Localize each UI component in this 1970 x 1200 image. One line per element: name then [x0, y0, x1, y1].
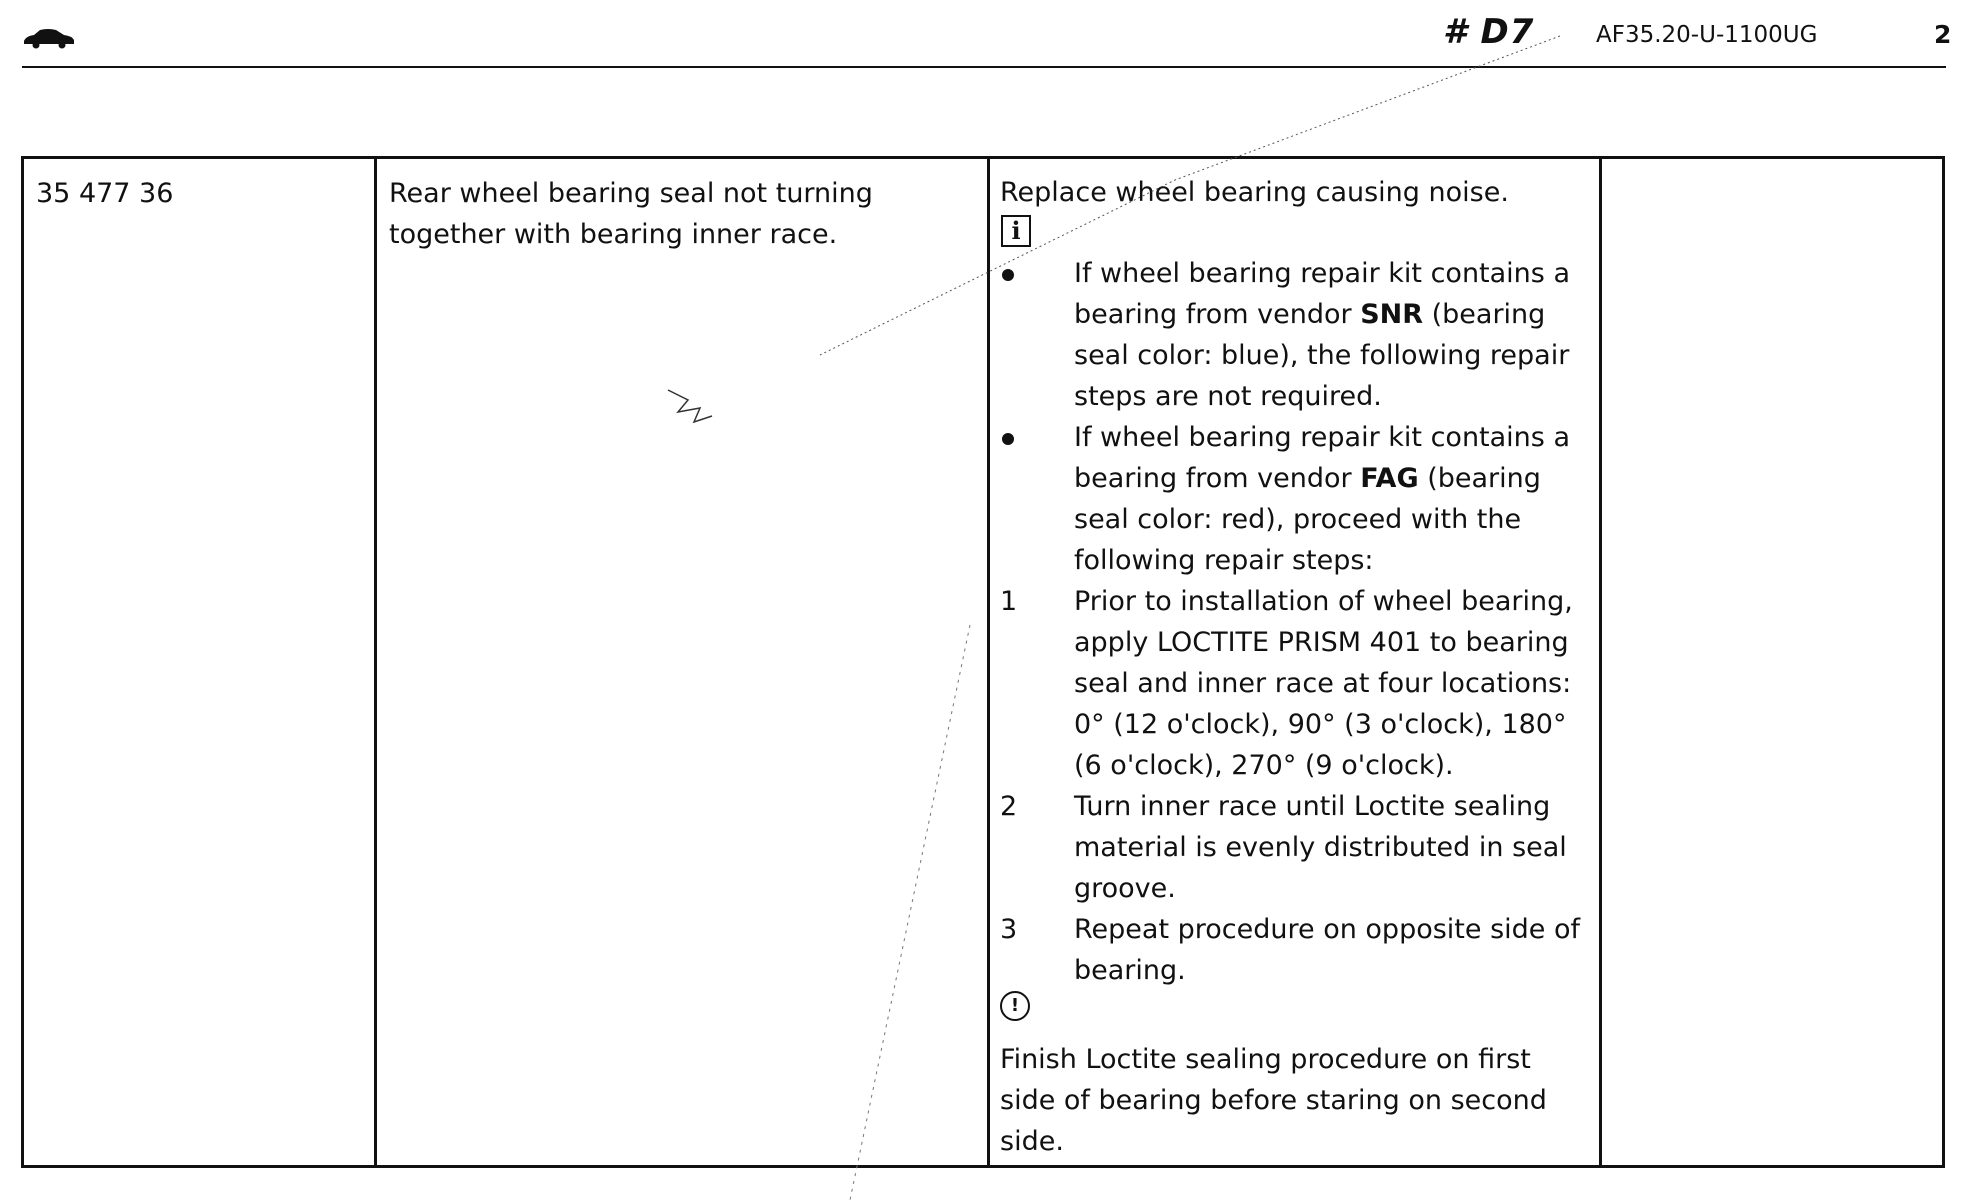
remedy-step: 1 Prior to installation of wheel bearing,… [1000, 581, 1590, 786]
extra-cell [1602, 159, 1942, 1165]
remedy-step: 2 Turn inner race until Loctite sealing m… [1000, 786, 1590, 909]
remedy-note: Finish Loctite sealing procedure on firs… [1000, 1044, 1547, 1157]
step-number: 1 [1000, 586, 1018, 617]
repair-table: 35 477 36 Rear wheel bearing seal not tu… [21, 156, 1945, 1168]
vendor-name: FAG [1360, 463, 1419, 494]
step-text: If wheel bearing repair kit contains a b… [1074, 258, 1570, 412]
step-number: 2 [1000, 791, 1018, 822]
vendor-name: SNR [1360, 299, 1424, 330]
document-reference: AF35.20-U-1100UG [1596, 22, 1818, 48]
remedy-step: If wheel bearing repair kit contains a b… [1000, 253, 1590, 417]
step-text-part: Turn inner race until Loctite sealing ma… [1074, 791, 1567, 904]
remedy-cell: Replace wheel bearing causing noise. i I… [990, 159, 1602, 1165]
remedy-heading: Replace wheel bearing causing noise. [1000, 177, 1509, 208]
bullet-icon [1000, 253, 1060, 294]
page-number: 2 [1934, 20, 1952, 49]
damage-code: 35 477 36 [36, 178, 174, 209]
step-text: Prior to installation of wheel bearing, … [1074, 586, 1573, 781]
header-rule [22, 66, 1946, 68]
car-icon [24, 29, 74, 49]
note-icon: ! [1000, 991, 1030, 1021]
step-text: Turn inner race until Loctite sealing ma… [1074, 791, 1567, 904]
step-text-part: Repeat procedure on opposite side of bea… [1074, 914, 1580, 986]
code-cell: 35 477 36 [24, 159, 377, 1165]
document-code: # D7 [1443, 12, 1535, 52]
step-text-part: If wheel bearing repair kit contains a b… [1074, 422, 1570, 494]
remedy-step: 3 Repeat procedure on opposite side of be… [1000, 909, 1590, 991]
step-text-part: Prior to installation of wheel bearing, … [1074, 586, 1573, 781]
step-text: Repeat procedure on opposite side of bea… [1074, 914, 1580, 986]
remedy-step: If wheel bearing repair kit contains a b… [1000, 417, 1590, 581]
step-number: 3 [1000, 914, 1018, 945]
remedy-steps: If wheel bearing repair kit contains a b… [1000, 253, 1590, 991]
step-text-part: (bearing seal color: red), proceed with … [1074, 463, 1541, 576]
info-icon: i [1001, 215, 1031, 247]
cause-text: Rear wheel bearing seal not turning toge… [389, 178, 873, 250]
cause-cell: Rear wheel bearing seal not turning toge… [377, 159, 990, 1165]
bullet-icon [1000, 417, 1060, 458]
page-header: # D7 AF35.20-U-1100UG 2 [0, 0, 1970, 70]
step-text: If wheel bearing repair kit contains a b… [1074, 422, 1570, 576]
